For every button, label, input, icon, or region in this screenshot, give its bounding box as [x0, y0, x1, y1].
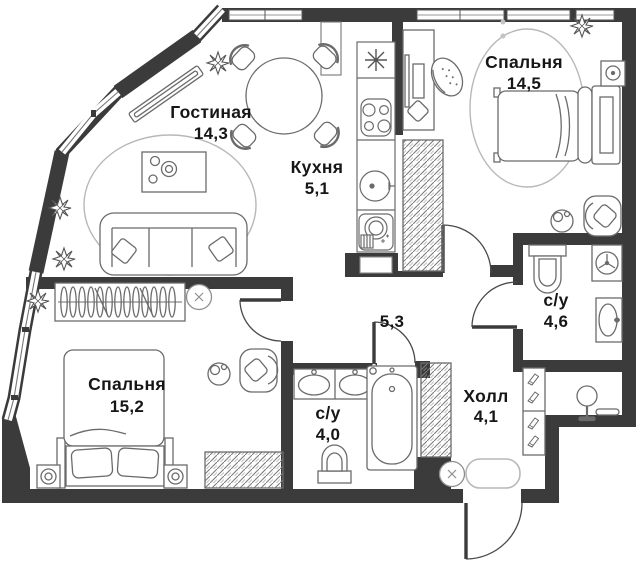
plant-icon [26, 289, 50, 313]
bedroom2-door-arc [239, 299, 282, 342]
armchair [239, 348, 279, 393]
ceiling-light-icon [185, 283, 213, 311]
label-bath2: с/у [315, 403, 340, 423]
room-labels: Гостиная 14,3 Кухня 5,1 Спальня 14,5 с/у… [88, 52, 568, 444]
wardrobe [402, 139, 444, 272]
vent-fan-icon [591, 244, 623, 282]
area-bath2: 4,0 [316, 425, 341, 444]
coffee-table [141, 151, 207, 193]
double-vanity [293, 368, 377, 400]
ceiling-light-icon [438, 460, 466, 488]
side-table [550, 209, 574, 233]
kitchen-niche [359, 256, 393, 274]
bathroom-2 [293, 365, 418, 484]
plant-icon [52, 247, 76, 271]
dining-table [245, 57, 323, 135]
bathtub-icon [366, 365, 418, 471]
bath2-door-arc [373, 321, 416, 364]
toilet-icon [528, 244, 567, 294]
area-bath1: 4,6 [544, 312, 569, 331]
spot-light [500, 33, 506, 39]
bed [56, 349, 174, 489]
fridge-icon [365, 49, 387, 71]
sink-icon [359, 170, 395, 202]
area-corridor: 5,3 [380, 312, 405, 331]
dining-chair [225, 119, 261, 155]
dresser [204, 451, 284, 489]
basin-icon [595, 297, 623, 343]
doormat [465, 458, 521, 489]
bedroom1-door-arc [442, 224, 492, 274]
dining-chair [309, 117, 345, 153]
coat-stand-icon [576, 385, 620, 422]
area-hall: 4,1 [474, 407, 499, 426]
bed [493, 85, 621, 165]
dining-chair [224, 39, 260, 75]
wardrobe-hangers [54, 282, 186, 322]
desk-stool [407, 100, 429, 122]
sofa [99, 212, 248, 276]
toilet-icon [317, 444, 352, 484]
label-hall: Холл [463, 386, 508, 406]
desk-chair [430, 57, 464, 97]
tv-sideboard [128, 65, 204, 123]
armchair [583, 195, 622, 237]
area-bedroom2: 15,2 [110, 397, 144, 416]
hall [420, 362, 620, 489]
plant-icon [570, 14, 594, 38]
nightstand [600, 60, 626, 87]
label-kitchen: Кухня [291, 157, 344, 177]
area-bedroom1: 14,5 [507, 74, 541, 93]
label-bedroom2: Спальня [88, 374, 166, 394]
spot-light [500, 19, 506, 25]
area-living: 14,3 [194, 124, 228, 143]
washing-machine-icon [358, 213, 394, 251]
kitchen [356, 41, 396, 253]
entry-door-arc [465, 502, 523, 560]
shoe-cabinet [522, 367, 546, 456]
label-bedroom1: Спальня [485, 52, 563, 72]
hall-closet [420, 362, 452, 458]
plant-icon [206, 51, 230, 75]
bath1-door-arc [471, 281, 518, 328]
top-windows [228, 9, 615, 21]
stove-icon [360, 98, 392, 137]
speaker-nightstand [36, 464, 188, 489]
bedroom-1 [402, 14, 626, 272]
bedroom-2 [26, 282, 284, 489]
label-living: Гостиная [170, 102, 251, 122]
bathroom-1 [528, 244, 623, 343]
plant-icon [48, 196, 72, 220]
living-room [48, 38, 345, 276]
area-kitchen: 5,1 [305, 179, 330, 198]
side-table [207, 362, 231, 386]
label-bath1: с/у [543, 290, 568, 310]
